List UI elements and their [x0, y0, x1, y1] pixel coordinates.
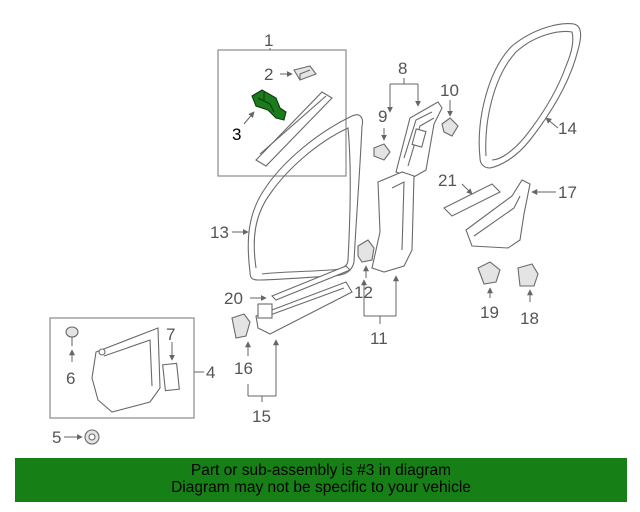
part-3-highlighted[interactable] [251, 89, 287, 121]
callout-3[interactable]: 3 [232, 125, 241, 144]
box1-garnish-strip [255, 91, 333, 167]
callout-14[interactable]: 14 [558, 119, 577, 138]
part-5-nut[interactable] [84, 429, 100, 445]
info-banner: Part or sub-assembly is #3 in diagram Di… [15, 458, 627, 502]
banner-line-2: Diagram may not be specific to your vehi… [171, 479, 471, 496]
callout-2[interactable]: 2 [264, 65, 273, 84]
part-20-strip[interactable] [271, 265, 351, 301]
callout-6[interactable]: 6 [66, 369, 75, 388]
group-box-4 [49, 317, 195, 419]
part-9-clip[interactable] [373, 143, 391, 161]
part-12-clip[interactable] [357, 239, 375, 263]
part-8-pillar-upper-trim[interactable] [395, 101, 443, 179]
parts-diagram: 1 2 3 13 14 8 9 10 [49, 23, 582, 447]
part-15-scuff-plate[interactable] [255, 281, 353, 335]
part-11-pillar-lower-trim[interactable] [371, 171, 415, 273]
part-2-clip[interactable] [293, 65, 317, 81]
callout-13[interactable]: 13 [210, 223, 229, 242]
part-6-screw[interactable] [65, 326, 79, 346]
part-13-weatherstrip[interactable] [247, 114, 364, 281]
callout-15[interactable]: 15 [252, 407, 271, 426]
part-17-rear-garnish[interactable] [465, 179, 531, 249]
callout-5[interactable]: 5 [52, 428, 61, 447]
callout-20[interactable]: 20 [224, 289, 243, 308]
part-7-bracket[interactable] [162, 362, 180, 392]
kick-panel [91, 327, 161, 413]
callout-8[interactable]: 8 [398, 59, 407, 78]
callout-16[interactable]: 16 [234, 359, 253, 378]
callout-18[interactable]: 18 [520, 309, 539, 328]
part-14-weatherstrip[interactable] [478, 23, 582, 169]
callout-4[interactable]: 4 [206, 363, 215, 382]
part-21-rear-scuff[interactable] [443, 183, 501, 217]
callout-9[interactable]: 9 [378, 107, 387, 126]
callout-21[interactable]: 21 [438, 171, 457, 190]
callout-11[interactable]: 11 [370, 329, 388, 348]
callout-19[interactable]: 19 [480, 303, 499, 322]
part-16-clip[interactable] [231, 313, 251, 339]
callout-7[interactable]: 7 [166, 325, 175, 344]
callout-12[interactable]: 12 [354, 283, 373, 302]
part-18-clip[interactable] [517, 263, 539, 287]
banner-line-1: Part or sub-assembly is #3 in diagram [190, 462, 452, 479]
callout-1[interactable]: 1 [264, 31, 273, 50]
callout-17[interactable]: 17 [558, 183, 577, 202]
group-box-1 [217, 49, 347, 177]
part-19-clip[interactable] [477, 261, 501, 285]
part-10-clip[interactable] [441, 117, 459, 137]
callout-10[interactable]: 10 [440, 81, 459, 100]
